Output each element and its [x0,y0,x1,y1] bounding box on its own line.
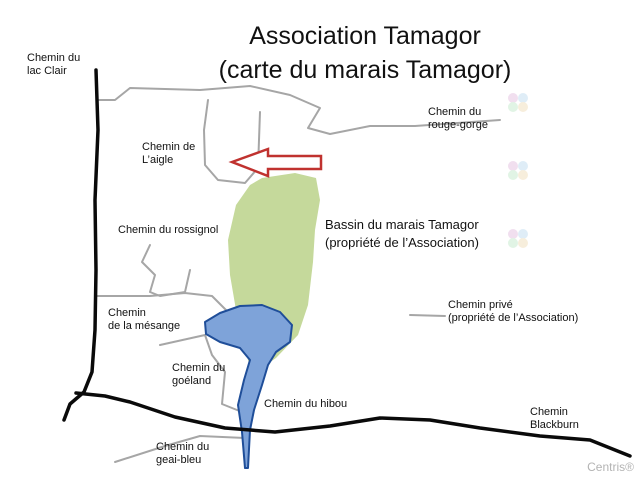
map-title: Association Tamagor [249,22,481,50]
label-chemin-rossignol: Chemin du rossignol [118,224,219,236]
road-lac-clair-to-rouge-gorge [96,85,501,135]
road-lac-clair [62,68,100,422]
centris-watermark: Centris® [587,460,634,474]
label-chemin-prive: Chemin privé(propriété de l’Association) [448,299,579,324]
road-geai-bleu [114,435,246,463]
road-rossignol [141,244,191,297]
road-mesange [96,292,229,313]
map-arrow-icon [228,147,323,178]
decorative-flower-icon [508,93,528,248]
road-blackburn [74,391,632,458]
marsh-water [204,304,293,469]
map-subtitle: (carte du marais Tamagor) [218,56,512,84]
road-prive [409,314,446,317]
label-chemin-hibou: Chemin du hibou [264,398,348,410]
label-bassin-marais: Bassin du marais Tamagor(propriété de l’… [325,217,479,250]
road-goeland [159,334,243,413]
